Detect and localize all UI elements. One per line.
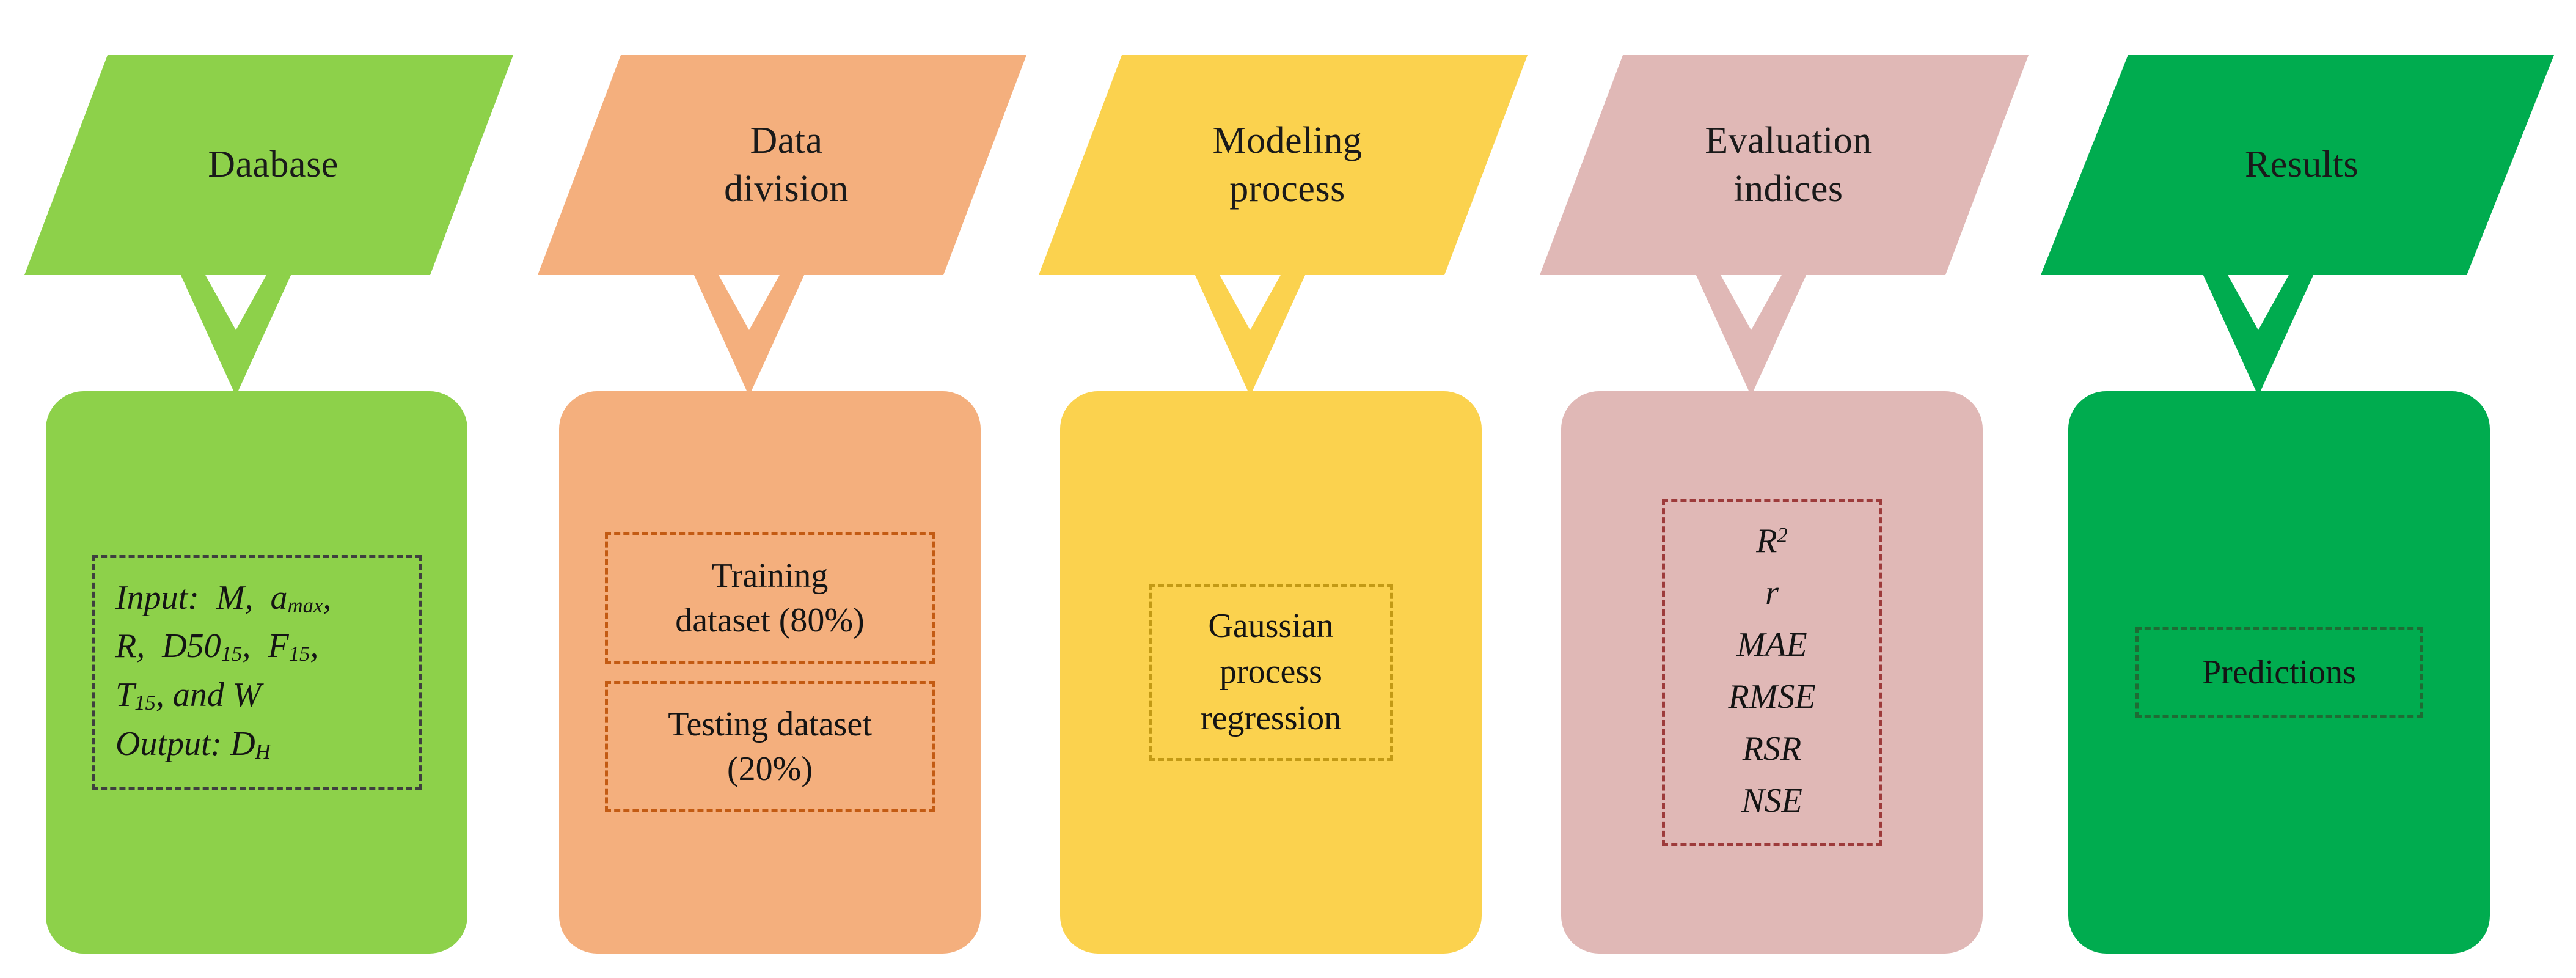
header-line-2: indices bbox=[1733, 168, 1843, 210]
stage-results-header-label: Results bbox=[2244, 144, 2359, 186]
header-line-1: Evaluation bbox=[1705, 119, 1872, 161]
testing-dataset-line-2: (20%) bbox=[727, 749, 813, 788]
var-DH-sub: H bbox=[255, 739, 271, 763]
stage-results-body: Predictions bbox=[2068, 391, 2490, 954]
var-amax: a bbox=[270, 578, 288, 617]
gpr-method-box: Gaussian process regression bbox=[1149, 584, 1393, 761]
gpr-line-2: process bbox=[1220, 653, 1322, 691]
stage-modeling-process: Modeling process Gaussian process regres… bbox=[1039, 0, 1528, 978]
stage-data-division-header-label: Data division bbox=[538, 55, 1026, 275]
database-input-line-3: T15, and W bbox=[115, 671, 262, 720]
var-M: M, bbox=[216, 578, 254, 617]
index-nse: NSE bbox=[1741, 782, 1802, 820]
stage-evaluation-indices-header: Evaluation indices bbox=[1540, 55, 2029, 275]
stage-results: Results Predictions bbox=[2041, 0, 2554, 978]
var-R: R, bbox=[115, 627, 145, 666]
parallelogram-shape bbox=[538, 55, 1026, 275]
database-io-box: Input: M, amax, R, D5015, F15, T15, and … bbox=[92, 554, 422, 790]
stage-database-header: Daabase bbox=[24, 55, 513, 275]
index-r-squared-base: R bbox=[1756, 521, 1777, 560]
stage-data-division-body: Training dataset (80%) Testing dataset (… bbox=[559, 391, 981, 954]
predictions-label: Predictions bbox=[2202, 653, 2356, 691]
stage-modeling-process-header-label: Modeling process bbox=[1039, 55, 1528, 275]
stage-database-body: Input: M, amax, R, D5015, F15, T15, and … bbox=[46, 391, 467, 954]
header-line-1: Data bbox=[750, 119, 823, 161]
database-output-line: Output: DH bbox=[115, 720, 271, 769]
training-dataset-line-2: dataset (80%) bbox=[675, 601, 865, 639]
var-F: F bbox=[268, 627, 289, 666]
chevron-down-icon bbox=[693, 274, 805, 396]
output-keyword: Output: D bbox=[115, 724, 255, 763]
predictions-box: Predictions bbox=[2135, 627, 2423, 718]
evaluation-indices-box: R2 r MAE RMSE RSR NSE bbox=[1662, 498, 1882, 847]
header-line-2: division bbox=[724, 168, 849, 210]
header-line-1: Modeling bbox=[1212, 119, 1363, 161]
stage-data-division: Data division Training dataset (80%) Tes… bbox=[538, 0, 1026, 978]
chevron-down-icon bbox=[1195, 274, 1306, 396]
gpr-line-1: Gaussian bbox=[1208, 606, 1334, 645]
database-input-line-2: R, D5015, F15, bbox=[115, 622, 318, 671]
index-mae: MAE bbox=[1736, 625, 1807, 664]
gpr-line-3: regression bbox=[1200, 699, 1342, 737]
index-r-squared-sup: 2 bbox=[1777, 523, 1788, 547]
stage-modeling-process-header: Modeling process bbox=[1039, 55, 1528, 275]
comma-3: , bbox=[310, 627, 319, 666]
stage-database-header-label: Daabase bbox=[208, 144, 338, 186]
var-T-sub: 15 bbox=[134, 691, 156, 715]
database-input-line-1: Input: M, amax, bbox=[115, 574, 331, 623]
stage-modeling-process-body: Gaussian process regression bbox=[1060, 391, 1482, 954]
stage-data-division-header: Data division bbox=[538, 55, 1026, 275]
chevron-down-icon bbox=[1696, 274, 1807, 396]
comma-1: , bbox=[323, 578, 332, 617]
training-dataset-box: Training dataset (80%) bbox=[605, 532, 935, 664]
testing-dataset-line-1: Testing dataset bbox=[668, 705, 872, 743]
stage-evaluation-indices-header-label: Evaluation indices bbox=[1540, 55, 2029, 275]
training-dataset-line-1: Training bbox=[711, 556, 829, 595]
var-D50-sub: 15 bbox=[221, 642, 243, 666]
parallelogram-shape bbox=[1540, 55, 2029, 275]
stage-evaluation-indices-body: R2 r MAE RMSE RSR NSE bbox=[1561, 391, 1983, 954]
var-amax-sub: max bbox=[287, 594, 323, 618]
var-F-sub: 15 bbox=[288, 642, 310, 666]
parallelogram-shape bbox=[1039, 55, 1528, 275]
stage-results-header: Results bbox=[2041, 55, 2554, 275]
var-W: , and W bbox=[155, 676, 262, 714]
input-keyword: Input: bbox=[115, 578, 199, 617]
parallelogram-shape bbox=[2041, 55, 2554, 275]
var-T: T bbox=[115, 676, 135, 714]
chevron-down-icon bbox=[2203, 274, 2314, 396]
header-line-2: process bbox=[1229, 168, 1345, 210]
index-rsr: RSR bbox=[1742, 730, 1802, 768]
index-r: r bbox=[1765, 573, 1779, 612]
parallelogram-shape bbox=[24, 55, 513, 275]
testing-dataset-box: Testing dataset (20%) bbox=[605, 681, 935, 812]
stage-database: Daabase Input: M, amax, R, D5015, F15, T… bbox=[24, 0, 513, 978]
index-r-squared: R2 bbox=[1756, 515, 1788, 567]
comma-2: , bbox=[242, 627, 251, 666]
stage-evaluation-indices: Evaluation indices R2 r MAE RMSE RSR NSE bbox=[1540, 0, 2029, 978]
var-D50: D50 bbox=[162, 627, 221, 666]
chevron-down-icon bbox=[180, 274, 291, 396]
index-rmse: RMSE bbox=[1728, 678, 1816, 716]
